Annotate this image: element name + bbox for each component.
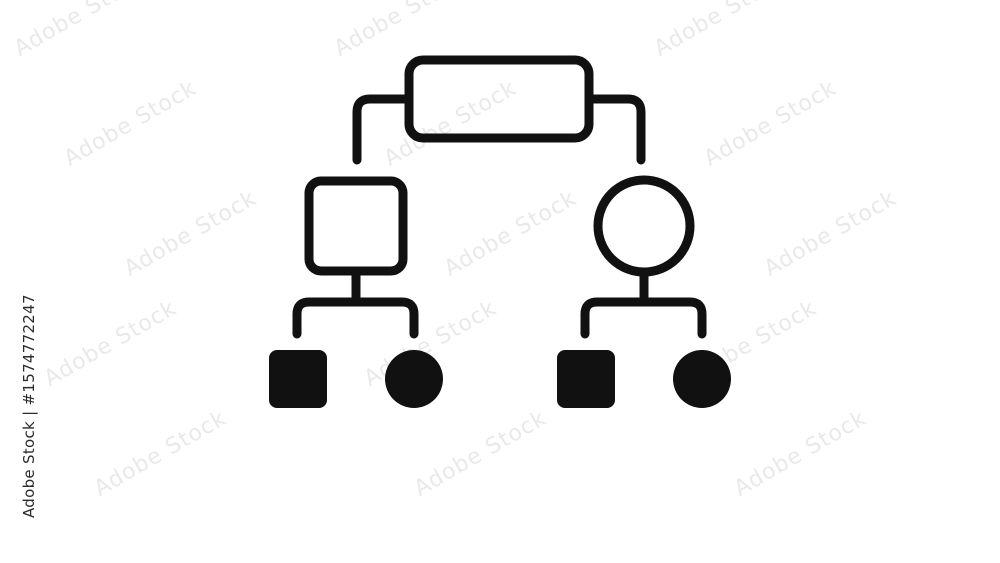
top-node-rectangle bbox=[404, 55, 594, 143]
left-subtree-connector bbox=[292, 297, 419, 339]
leaf-filled-square-left bbox=[269, 350, 327, 408]
leaf-filled-square-right bbox=[557, 350, 615, 408]
stock-credit-text: Adobe Stock | #1574772247 bbox=[20, 294, 38, 518]
middle-node-circle bbox=[593, 175, 695, 277]
left-branch-connector bbox=[352, 94, 414, 165]
leaf-filled-circle-left bbox=[385, 350, 443, 408]
right-branch-connector bbox=[584, 94, 646, 165]
leaf-filled-circle-right bbox=[673, 350, 731, 408]
stock-credit: Adobe Stock | #1574772247 bbox=[6, 294, 38, 518]
middle-node-square bbox=[304, 176, 408, 276]
right-subtree-connector bbox=[580, 297, 707, 339]
